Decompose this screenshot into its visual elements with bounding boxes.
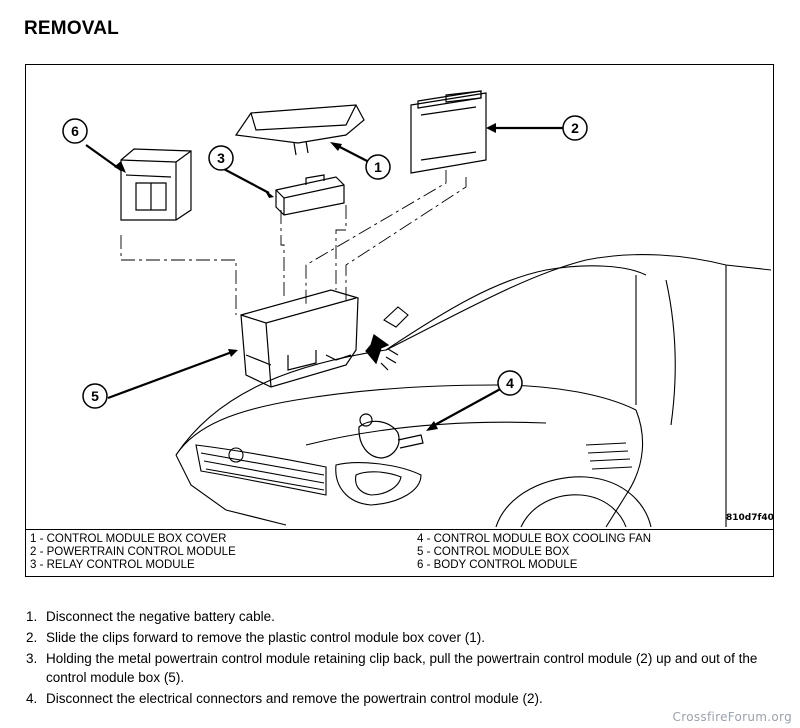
callout-leader-lines [85,126,563,428]
powertrain-control-module-drawing [410,90,487,174]
step-number: 1. [26,609,38,624]
step-text: Disconnect the electrical connectors and… [46,691,543,706]
body-control-module-drawing [120,148,192,221]
callout-label-4: 4 [506,375,514,391]
callout-label-2: 2 [571,120,579,136]
legend-column-left: 1 - CONTROL MODULE BOX COVER 2 - POWERTR… [30,533,236,572]
procedure-step: 4. Disconnect the electrical connectors … [26,689,786,708]
figure-frame: 1 2 3 4 5 6 810d7f40 1 - CONTROL MODULE … [25,64,774,577]
legend-item: 1 - CONTROL MODULE BOX COVER [30,533,227,545]
step-number: 3. [26,651,38,666]
procedure-step: 3. Holding the metal powertrain control … [26,649,786,687]
control-module-box-cover-drawing [234,104,365,156]
legend-item: 3 - RELAY CONTROL MODULE [30,559,195,571]
callout-arrowheads [114,123,496,431]
callout-3: 3 [208,145,234,171]
legend-item: 5 - CONTROL MODULE BOX [417,546,570,558]
procedure-steps: 1. Disconnect the negative battery cable… [26,607,786,710]
figure-id: 810d7f40 [726,513,774,523]
callout-label-5: 5 [91,388,99,404]
callout-1: 1 [365,154,391,180]
control-module-box-drawing [240,289,359,388]
callout-4: 4 [497,370,523,396]
callout-2: 2 [562,115,588,141]
legend-item: 4 - CONTROL MODULE BOX COOLING FAN [417,533,652,545]
insertion-direction-arrow [365,334,399,371]
vehicle-front-outline [175,254,772,528]
step-number: 2. [26,630,38,645]
phantom-alignment-lines [120,170,467,315]
page-heading: REMOVAL [24,18,119,39]
callout-label-3: 3 [217,150,225,166]
site-watermark: CrossfireForum.org [672,710,792,724]
exploded-view-illustration: 1 2 3 4 5 6 [62,90,772,528]
legend-item: 6 - BODY CONTROL MODULE [417,559,578,571]
callout-label-6: 6 [71,123,79,139]
callout-label-1: 1 [374,159,382,175]
callout-6: 6 [62,118,88,144]
step-text: Disconnect the negative battery cable. [46,609,275,624]
callout-5: 5 [82,383,108,409]
relay-control-module-drawing [275,174,345,216]
step-text: Holding the metal powertrain control mod… [46,651,758,685]
step-number: 4. [26,691,38,706]
cooling-fan-drawing [358,413,424,459]
procedure-step: 1. Disconnect the negative battery cable… [26,607,786,626]
procedure-step: 2. Slide the clips forward to remove the… [26,628,786,647]
legend-divider [26,529,773,530]
legend-column-right: 4 - CONTROL MODULE BOX COOLING FAN 5 - C… [417,533,651,572]
step-text: Slide the clips forward to remove the pl… [46,630,485,645]
legend-item: 2 - POWERTRAIN CONTROL MODULE [30,546,236,558]
